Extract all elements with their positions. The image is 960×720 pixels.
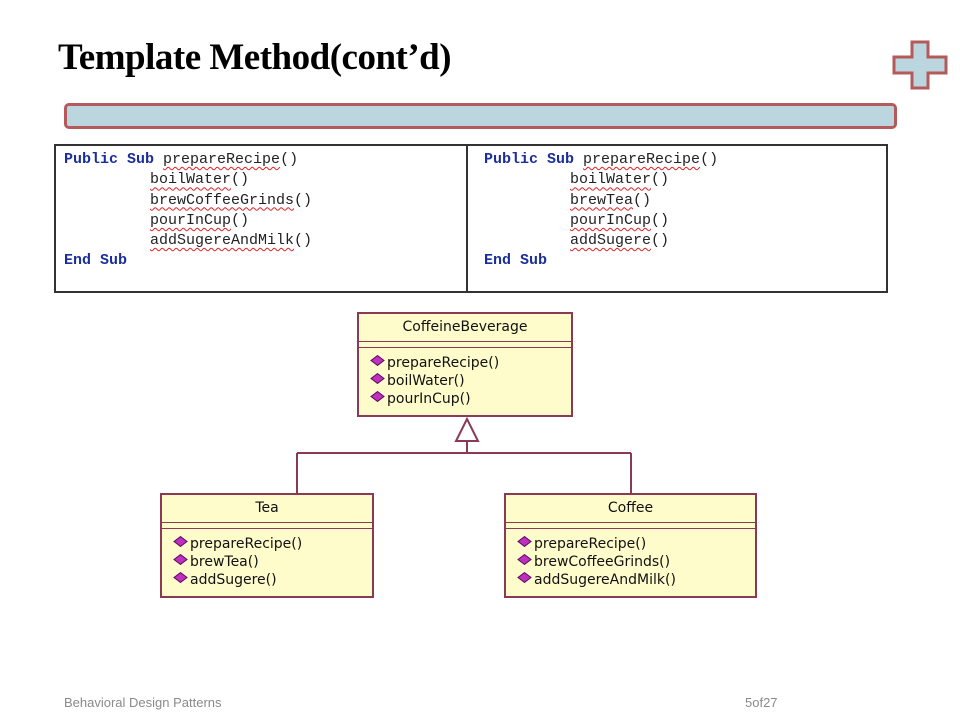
code-paren: ()	[651, 171, 670, 189]
uml-operation: prepareRecipe()	[370, 354, 571, 372]
code-paren: ()	[651, 232, 670, 250]
method-icon	[370, 390, 385, 402]
code-line: boilWater()	[484, 170, 886, 190]
code-paren: ()	[651, 211, 670, 229]
code-line: addSugereAndMilk()	[64, 231, 466, 251]
slide-title: Template Method(cont’d)	[58, 37, 452, 78]
code-identifier: boilWater	[570, 171, 652, 189]
code-paren: ()	[294, 232, 313, 250]
code-line: addSugere()	[484, 231, 886, 251]
uml-attributes-compartment	[162, 523, 372, 529]
method-icon	[173, 571, 188, 583]
code-identifier: brewCoffeeGrinds	[150, 191, 295, 209]
uml-operations-compartment: prepareRecipe() brewCoffeeGrinds() addSu…	[506, 529, 755, 589]
uml-operation: prepareRecipe()	[173, 535, 372, 553]
uml-operation: pourInCup()	[370, 390, 571, 408]
uml-operation-label: pourInCup()	[387, 391, 471, 407]
code-identifier: addSugere	[570, 232, 652, 250]
uml-class-name: Coffee	[506, 495, 755, 523]
code-column-tea: Public Sub prepareRecipe() boilWater() b…	[466, 146, 886, 291]
code-line: pourInCup()	[64, 211, 466, 231]
uml-operation-label: addSugereAndMilk()	[534, 572, 676, 588]
uml-operation-label: prepareRecipe()	[534, 536, 647, 552]
code-line: brewTea()	[484, 191, 886, 211]
uml-operation: addSugere()	[173, 571, 372, 589]
method-icon	[370, 354, 385, 366]
method-icon	[517, 535, 532, 547]
uml-operations-compartment: prepareRecipe() boilWater() pourInCup()	[359, 348, 571, 408]
code-identifier: pourInCup	[150, 211, 232, 229]
method-icon	[370, 372, 385, 384]
generalization-arrow-icon	[454, 416, 480, 442]
code-identifier: prepareRecipe	[583, 151, 701, 168]
code-line: boilWater()	[64, 170, 466, 190]
uml-operation: addSugereAndMilk()	[517, 571, 755, 589]
code-line: pourInCup()	[484, 211, 886, 231]
uml-operation: brewCoffeeGrinds()	[517, 553, 755, 571]
uml-class-name: Tea	[162, 495, 372, 523]
code-keyword: Public Sub	[64, 151, 155, 168]
code-column-coffee: Public Sub prepareRecipe() boilWater() b…	[56, 146, 466, 291]
code-keyword: End Sub	[64, 252, 128, 270]
uml-operation-label: addSugere()	[190, 572, 277, 588]
uml-operation-label: brewTea()	[190, 554, 259, 570]
uml-attributes-compartment	[506, 523, 755, 529]
uml-class-coffeine-beverage: CoffeineBeverage prepareRecipe() boilWat…	[357, 312, 573, 417]
uml-class-coffee: Coffee prepareRecipe() brewCoffeeGrinds(…	[504, 493, 757, 598]
uml-operation-label: brewCoffeeGrinds()	[534, 554, 671, 570]
uml-attributes-compartment	[359, 342, 571, 348]
code-paren: ()	[280, 151, 299, 168]
code-keyword: End Sub	[484, 252, 548, 270]
code-paren: ()	[700, 151, 719, 168]
method-icon	[517, 571, 532, 583]
uml-operation-label: prepareRecipe()	[190, 536, 303, 552]
code-table: Public Sub prepareRecipe() boilWater() b…	[54, 144, 888, 293]
uml-operation-label: prepareRecipe()	[387, 355, 500, 371]
code-paren: ()	[633, 191, 652, 209]
code-identifier: brewTea	[570, 191, 634, 209]
code-line: End Sub	[484, 251, 886, 271]
method-icon	[173, 535, 188, 547]
plus-icon	[892, 40, 948, 90]
uml-operations-compartment: prepareRecipe() brewTea() addSugere()	[162, 529, 372, 589]
uml-operation: prepareRecipe()	[517, 535, 755, 553]
footer-page-number: 5of27	[745, 695, 778, 710]
code-line: End Sub	[64, 251, 466, 271]
code-line: brewCoffeeGrinds()	[64, 191, 466, 211]
method-icon	[173, 553, 188, 565]
code-paren: ()	[294, 191, 313, 209]
code-line: Public Sub prepareRecipe()	[64, 150, 466, 170]
code-paren: ()	[231, 171, 250, 189]
code-keyword: Public Sub	[484, 151, 575, 168]
uml-class-name: CoffeineBeverage	[359, 314, 571, 342]
footer-deck-title: Behavioral Design Patterns	[64, 695, 222, 710]
method-icon	[517, 553, 532, 565]
code-line: Public Sub prepareRecipe()	[484, 150, 886, 170]
uml-operation-label: boilWater()	[387, 373, 465, 389]
code-identifier: pourInCup	[570, 211, 652, 229]
code-identifier: prepareRecipe	[163, 151, 281, 168]
code-paren: ()	[231, 211, 250, 229]
code-identifier: boilWater	[150, 171, 232, 189]
uml-operation: brewTea()	[173, 553, 372, 571]
uml-operation: boilWater()	[370, 372, 571, 390]
uml-class-tea: Tea prepareRecipe() brewTea() addSugere(…	[160, 493, 374, 598]
code-identifier: addSugereAndMilk	[150, 232, 295, 250]
accent-bar	[64, 103, 897, 129]
